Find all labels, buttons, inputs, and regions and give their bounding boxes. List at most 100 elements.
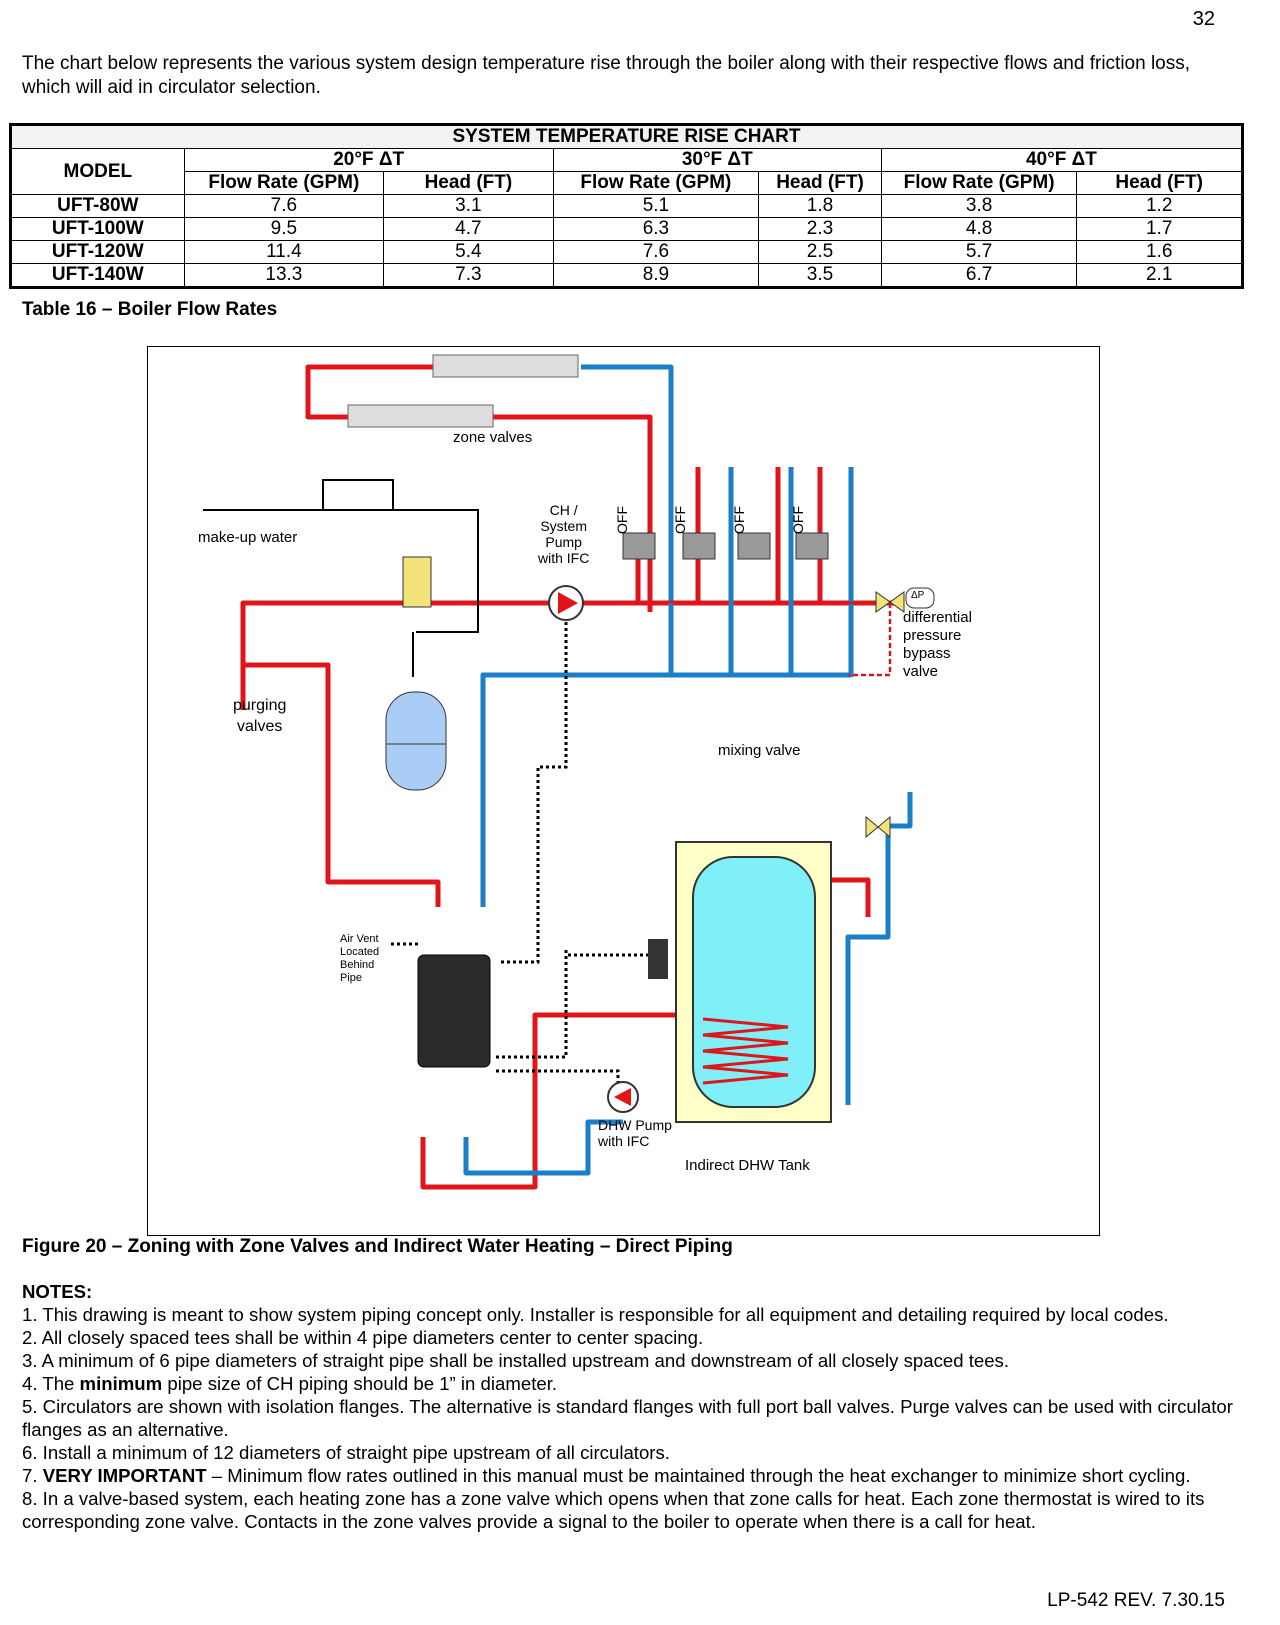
baseboard-radiator — [347, 404, 494, 428]
expansion-tank — [385, 691, 447, 791]
dp-valve-label-line: pressure — [903, 627, 962, 644]
zone-valve-off-label: OFF — [790, 506, 806, 534]
group-header: 40°F ΔT — [880, 148, 1244, 172]
air-vent-label-line: Located — [340, 946, 380, 958]
zone-valve-off-label: OFF — [731, 506, 747, 534]
dp-valve-label-line: bypass — [903, 645, 951, 662]
dhw-tank-inner — [692, 856, 816, 1108]
model-header: MODEL — [10, 148, 185, 195]
air-separator — [402, 556, 432, 608]
purging-valves-label-line: valves — [237, 718, 283, 735]
note-item: 2. All closely spaced tees shall be with… — [22, 1327, 704, 1348]
table-cell: 1.6 — [1076, 240, 1243, 264]
dp-valve-label-line: differential — [903, 609, 972, 626]
table-cell: 3.8 — [880, 194, 1078, 218]
zone-valves-label: zone valves — [453, 429, 533, 446]
model-cell: UFT-100W — [10, 217, 185, 241]
note-text: – Minimum flow rates outlined in this ma… — [206, 1465, 1191, 1486]
makeup-pipe — [322, 479, 394, 510]
supply-pipe — [240, 603, 441, 907]
purging-valves-label: purging valves — [233, 695, 286, 737]
table-cell: 5.4 — [383, 240, 554, 264]
model-cell: UFT-120W — [10, 240, 185, 264]
table-row: UFT-120W 11.4 5.4 7.6 2.5 5.7 1.6 — [10, 240, 1243, 264]
table-cell: 1.2 — [1076, 194, 1243, 218]
table-cell: 6.3 — [552, 217, 760, 241]
baseboard-radiator — [432, 354, 579, 378]
dp-valve — [875, 591, 905, 613]
ch-pump-label-line: CH / — [549, 502, 578, 518]
model-cell: UFT-80W — [10, 194, 185, 218]
note-item: 3. A minimum of 6 pipe diameters of stra… — [22, 1350, 1010, 1371]
purging-valves-label-line: purging — [233, 697, 287, 714]
table-cell: 3.1 — [383, 194, 554, 218]
zone-valve — [737, 532, 771, 560]
table-row: UFT-140W 13.3 7.3 8.9 3.5 6.7 2.1 — [10, 263, 1243, 288]
ch-pump-label-line: System — [540, 518, 588, 534]
table-cell: 1.8 — [758, 194, 882, 218]
ch-pump-label: CH / System Pump with IFC — [538, 502, 589, 566]
table-cell: 4.8 — [880, 217, 1078, 241]
bypass-line — [848, 601, 892, 677]
dp-valve-label: differential pressure bypass valve — [903, 609, 972, 681]
model-cell: UFT-140W — [10, 263, 185, 288]
table-title: SYSTEM TEMPERATURE RISE CHART — [10, 124, 1243, 149]
table-cell: 7.6 — [552, 240, 760, 264]
note-item: 1. This drawing is meant to show system … — [22, 1304, 1169, 1325]
air-vent-label-line: Behind — [340, 959, 375, 971]
table-cell: 3.5 — [758, 263, 882, 288]
intro-paragraph: The chart below represents the various s… — [22, 53, 1191, 98]
note-item: 4. The minimum pipe size of CH piping sh… — [22, 1372, 1257, 1395]
air-vent-label-line: Pipe — [340, 972, 363, 984]
sub-header: Head (FT) — [758, 171, 882, 195]
supply-pipe — [305, 364, 653, 612]
table-cell: 9.5 — [183, 217, 385, 241]
supply-pipe — [824, 877, 871, 917]
note-text: pipe size of CH piping should be 1” in d… — [162, 1373, 558, 1394]
note-item: 8. In a valve-based system, each heating… — [22, 1488, 1205, 1532]
zone-valve-off-label: OFF — [672, 506, 688, 534]
table-cell: 5.7 — [880, 240, 1078, 264]
zone-valve-off-label: OFF — [614, 506, 630, 534]
zone-valve — [795, 532, 829, 560]
control-wire — [496, 1069, 620, 1092]
aquastat — [648, 939, 668, 979]
makeup-pipe — [203, 509, 479, 633]
note-item: 6. Install a minimum of 12 diameters of … — [22, 1442, 670, 1463]
temperature-rise-table: SYSTEM TEMPERATURE RISE CHART MODEL 20°F… — [9, 123, 1244, 289]
table-cell: 8.9 — [552, 263, 760, 288]
table-cell: 2.1 — [1076, 263, 1243, 288]
table-cell: 2.3 — [758, 217, 882, 241]
group-header: 20°F ΔT — [183, 148, 554, 172]
table-row: UFT-100W 9.5 4.7 6.3 2.3 4.8 1.7 — [10, 217, 1243, 241]
table-cell: 1.7 — [1076, 217, 1243, 241]
dhw-tank-label: Indirect DHW Tank — [685, 1157, 810, 1174]
note-item: 5. Circulators are shown with isolation … — [22, 1396, 1233, 1440]
note-item: 7. VERY IMPORTANT – Minimum flow rates o… — [22, 1464, 1257, 1487]
notes-section: NOTES: 1. This drawing is meant to show … — [22, 1280, 1257, 1533]
dp-symbol: ΔP — [911, 590, 925, 601]
zone-valve — [622, 532, 656, 560]
return-pipe — [463, 1119, 623, 1176]
supply-pipe — [420, 1012, 675, 1190]
return-header — [480, 672, 851, 907]
table-cell: 6.7 — [880, 263, 1078, 288]
sub-header: Flow Rate (GPM) — [552, 171, 760, 195]
table-cell: 5.1 — [552, 194, 760, 218]
ch-pump-label-line: with IFC — [538, 550, 590, 566]
table-cell: 7.6 — [183, 194, 385, 218]
note-emphasis: VERY IMPORTANT — [42, 1465, 207, 1486]
note-text: 7. — [22, 1465, 43, 1486]
table-cell: 7.3 — [383, 263, 554, 288]
note-emphasis: minimum — [79, 1373, 163, 1394]
mixing-valve — [865, 815, 891, 839]
makeup-water-label: make-up water — [198, 529, 298, 546]
table-row: UFT-80W 7.6 3.1 5.1 1.8 3.8 1.2 — [10, 194, 1243, 218]
dhw-coil — [702, 1017, 789, 1085]
table-cell: 4.7 — [383, 217, 554, 241]
table-cell: 11.4 — [183, 240, 385, 264]
sub-header: Flow Rate (GPM) — [880, 171, 1078, 195]
zone-valve — [682, 532, 716, 560]
notes-heading: NOTES: — [22, 1281, 93, 1302]
sub-header: Flow Rate (GPM) — [183, 171, 385, 195]
